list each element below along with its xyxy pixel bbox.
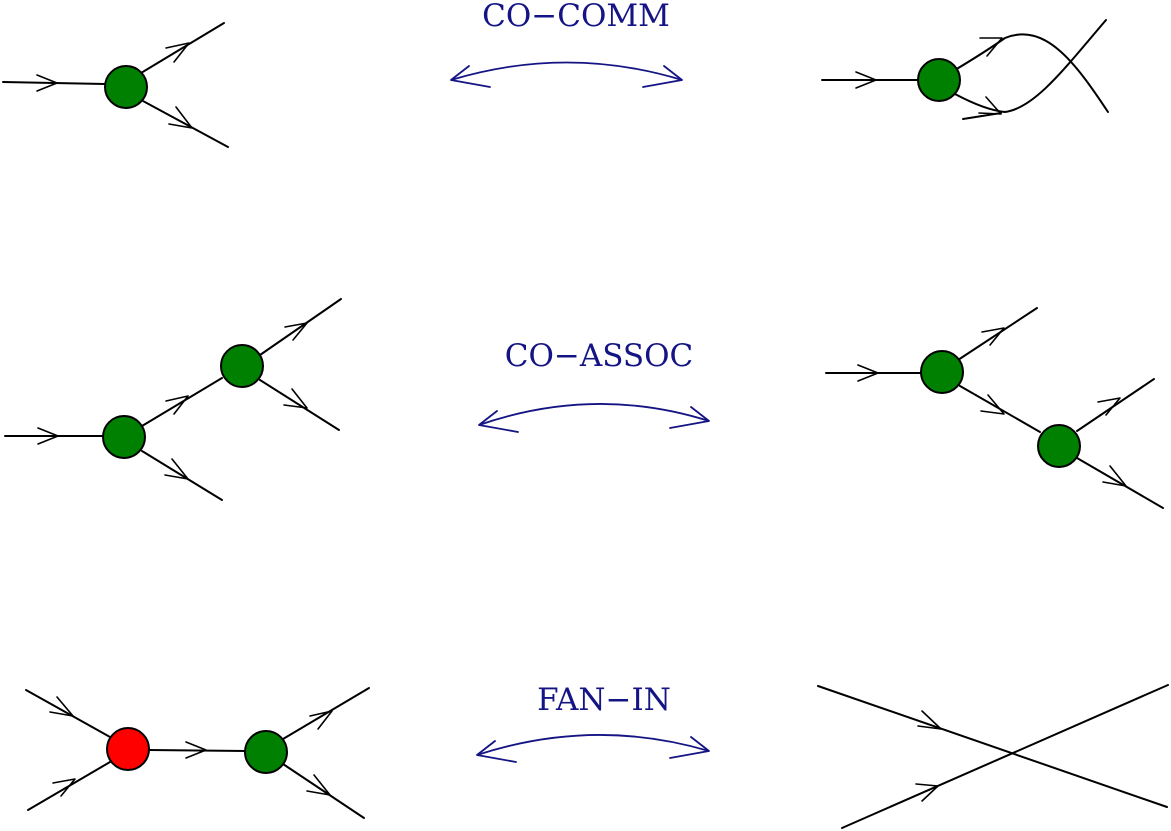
fan-out-node-upper	[920, 350, 964, 394]
arrow-tip	[857, 364, 879, 382]
input-edge	[25, 689, 111, 738]
arrow-tip	[1102, 465, 1127, 487]
arrow-tip	[1097, 397, 1121, 416]
double-arrow-arc	[450, 61, 683, 81]
fan-in-relation: FAN−IN	[476, 682, 710, 763]
arrow-tip	[980, 394, 1005, 415]
output-edge	[957, 307, 1038, 361]
output-edge	[141, 450, 223, 501]
arrow-tip	[979, 37, 1003, 57]
input-edge	[2, 81, 106, 85]
output-edge	[1076, 378, 1155, 432]
relation-label: FAN−IN	[537, 682, 671, 718]
output-edge	[1076, 457, 1164, 509]
output-edge	[282, 763, 365, 819]
output-edge	[140, 22, 225, 74]
output-edge	[259, 379, 340, 431]
arrow-head-left	[450, 65, 491, 88]
output-edge	[282, 687, 370, 740]
fan-out-node	[244, 730, 288, 774]
fan-in-right-graph	[817, 684, 1169, 829]
double-arrow-arc	[478, 403, 710, 426]
arrow-tip	[165, 42, 190, 63]
connecting-edge	[141, 377, 223, 427]
output-edge	[259, 298, 342, 356]
co-assoc-right-graph	[825, 307, 1164, 509]
arrow-tip	[915, 783, 939, 802]
fan-out-node-lower	[102, 415, 146, 459]
arrow-tip	[165, 395, 189, 415]
crossing-edge	[841, 684, 1169, 829]
arrow-tip	[168, 106, 193, 129]
fan-out-node-upper	[220, 344, 264, 388]
arrow-tip	[306, 774, 331, 796]
arrow-head-right	[669, 406, 710, 429]
arrow-tip	[36, 74, 58, 92]
fan-in-node	[106, 727, 150, 771]
crossing-edge	[817, 685, 1168, 808]
arrow-tip	[164, 458, 189, 480]
arrow-head-right	[642, 65, 683, 88]
arrow-tip	[981, 327, 1005, 346]
arrow-tip	[37, 427, 59, 445]
arrow-tip	[855, 71, 877, 89]
arrow-tip	[52, 778, 76, 797]
crossed-output-edge	[954, 19, 1107, 114]
arrow-tip	[185, 741, 207, 759]
relation-label: CO−ASSOC	[505, 338, 694, 374]
arrow-tip	[917, 710, 942, 730]
fan-out-node	[104, 65, 148, 109]
co-comm-right-graph	[821, 19, 1109, 120]
co-assoc-left-graph	[4, 298, 342, 501]
output-edge-tail	[962, 112, 1002, 120]
crossed-output-edge	[954, 33, 1109, 113]
arrow-tip	[49, 696, 74, 717]
arrow-tip	[309, 710, 333, 730]
double-arrow-arc	[476, 734, 710, 756]
connecting-edge	[148, 749, 247, 752]
co-comm-left-graph	[2, 22, 229, 148]
output-edge	[142, 100, 229, 148]
arrow-tip	[284, 322, 308, 341]
arrow-head-left	[476, 740, 517, 763]
fan-in-left-graph	[25, 687, 370, 819]
arrow-head-right	[669, 736, 710, 759]
arrow-tip	[283, 388, 308, 409]
co-assoc-relation: CO−ASSOC	[478, 338, 710, 433]
relation-label: CO−COMM	[482, 0, 670, 34]
co-comm-relation: CO−COMM	[450, 0, 683, 88]
fan-out-node	[917, 58, 961, 102]
arrow-head-left	[478, 410, 519, 433]
fan-out-node-lower	[1037, 424, 1081, 468]
